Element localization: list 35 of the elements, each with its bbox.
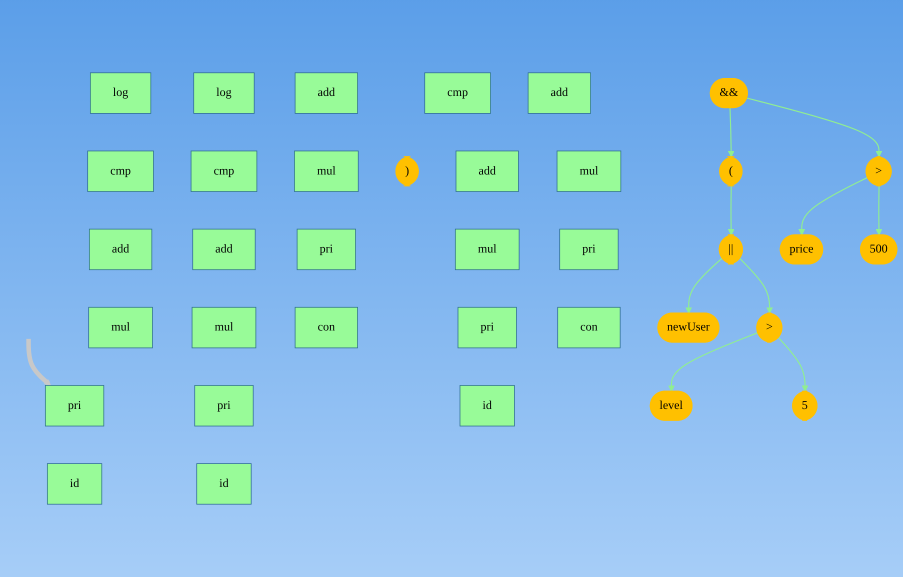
node-box: id: [460, 385, 515, 426]
node-box: log: [193, 72, 255, 114]
node-box: cmp: [190, 150, 258, 192]
node-box: add: [294, 72, 358, 114]
arrow: [728, 186, 734, 236]
node-box: log: [90, 72, 152, 114]
node-box: add: [456, 150, 519, 192]
node-box: mul: [454, 228, 520, 270]
node-box: pri: [296, 228, 356, 270]
node-box: mul: [88, 306, 153, 348]
node-box: mul: [192, 306, 256, 348]
arrow: [747, 98, 882, 158]
arrow: [26, 338, 51, 386]
node-box: mul: [294, 150, 359, 192]
node-box: add: [192, 228, 256, 270]
node-box: con: [294, 306, 358, 348]
arrow: [876, 186, 882, 236]
node-box: add: [528, 72, 591, 114]
node-box: pri: [559, 228, 619, 270]
node-box: id: [196, 463, 252, 505]
node-box: mul: [556, 150, 622, 192]
arrow: [668, 332, 758, 392]
node-box: con: [557, 306, 621, 348]
node-box: add: [88, 228, 152, 270]
node-box: id: [46, 463, 102, 505]
node-box: cmp: [87, 150, 154, 192]
arrow: [778, 337, 808, 392]
arrow: [740, 258, 773, 314]
node-box: pri: [44, 385, 104, 426]
node-box: cmp: [424, 72, 491, 114]
node-box: pri: [458, 306, 517, 348]
node-box: pri: [194, 385, 254, 426]
arrow: [798, 176, 868, 236]
arrow: [685, 258, 723, 314]
arrow: [728, 108, 734, 158]
